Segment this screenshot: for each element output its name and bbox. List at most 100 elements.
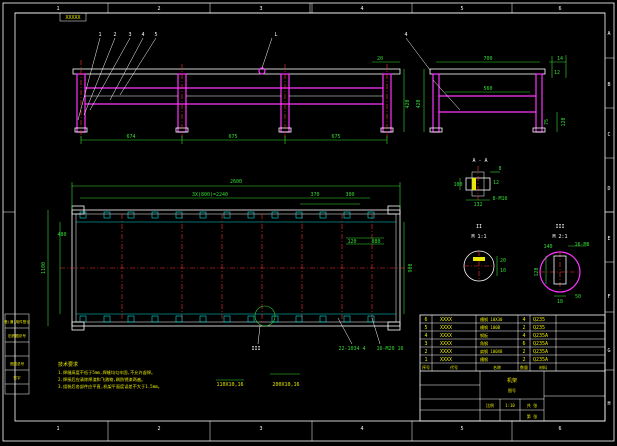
side-dim-top-right: 14 <box>557 56 563 62</box>
detail-ii <box>463 250 498 282</box>
row-letter-g: G <box>607 348 610 354</box>
col-number-bottom-3: 3 <box>259 426 262 432</box>
bom-row-4-mat: Q235A <box>533 341 548 347</box>
plan-view <box>47 182 410 345</box>
side-dim-right-3: 75 <box>544 119 550 125</box>
title-scale-label: 比例 <box>486 402 494 408</box>
col-number-5: 5 <box>460 6 463 12</box>
row-letter-d: D <box>607 186 610 192</box>
col-number-bottom-1: 1 <box>56 426 59 432</box>
section-aa-dim-4: 8 <box>498 166 501 172</box>
row-letter-e: E <box>607 236 610 242</box>
front-dim-bottom-3: 675 <box>331 134 340 140</box>
bom-row-6-code: XXXX <box>440 357 452 363</box>
detail-iii-dim-1: 16-M8 <box>574 242 589 248</box>
bom-table <box>419 314 606 422</box>
bom-row: 3 XXXX 角钢 6 Q235A <box>424 340 548 347</box>
front-dim-height: 420 <box>405 99 411 108</box>
bom-header-qty: 数量 <box>520 364 528 370</box>
bom-header-code: 代号 <box>450 364 458 370</box>
title-drawing-name: 机架 <box>507 377 517 384</box>
bom-row-1-mat: Q235 <box>533 317 545 323</box>
bom-row-3-code: XXXX <box>440 333 452 339</box>
col-number-bottom-4: 4 <box>360 426 363 432</box>
front-dim-bottom-2: 675 <box>228 134 237 140</box>
side-view <box>405 37 567 133</box>
plan-callout-1: 22-1034 4 <box>338 346 365 352</box>
bom-row-2-no: 5 <box>424 325 427 331</box>
stamp-top-left-text: XXXXX <box>65 15 80 21</box>
bom-row-2-qty: 2 <box>522 325 525 331</box>
plan-dim-right-top-2: 300 <box>345 192 354 198</box>
detail-iii-dim-4: 18 <box>557 299 563 305</box>
plan-dim-left: 480 <box>57 232 66 238</box>
bom-row-4-code: XXXX <box>440 341 452 347</box>
bom-header-no: 序号 <box>422 364 430 370</box>
front-leader-label-4: 4 <box>141 32 144 38</box>
bom-row-2-code: XXXX <box>440 325 452 331</box>
bom-row: 6 XXXX 槽钢 10X30 4 Q235 <box>424 316 545 323</box>
front-dim-end: 20 <box>377 56 383 62</box>
col-number-6: 6 <box>558 6 561 12</box>
section-aa <box>459 166 500 201</box>
front-view <box>72 37 405 144</box>
detail-iii-dim-2: 120 <box>534 267 540 276</box>
col-number-4: 4 <box>360 6 363 12</box>
plan-dim-spacing: 3X(800)=2240 <box>192 192 228 198</box>
bom-row-5-name: 扁钢 100X8 <box>480 348 503 354</box>
col-number-3: 3 <box>259 6 262 12</box>
left-stamp-1: 借(通)用件登记 <box>4 319 30 324</box>
col-number-bottom-2: 2 <box>157 426 160 432</box>
row-letter-c: C <box>607 132 610 138</box>
bottom-mark-2: 200X10,16 <box>272 382 299 388</box>
section-aa-dim-1: 100 <box>453 182 462 188</box>
detail-ii-title: II <box>476 224 482 230</box>
bom-row-1-name: 槽钢 10X30 <box>480 316 503 322</box>
plan-dim-height-right: 900 <box>408 263 414 272</box>
left-stamp-2: 旧底图总号 <box>8 333 26 338</box>
bom-row-4-qty: 6 <box>522 341 525 347</box>
section-aa-weld-note: 8-M16 <box>492 196 507 202</box>
detail-iii-dim-3: 140 <box>543 244 552 250</box>
row-letter-b: B <box>607 82 610 88</box>
col-number-2: 2 <box>157 6 160 12</box>
detail-ii-scale: M 1:1 <box>471 234 486 240</box>
front-leader-label-3: 3 <box>128 32 131 38</box>
bom-header-mat: 材料 <box>539 364 547 370</box>
bom-row-1-code: XXXX <box>440 317 452 323</box>
detail-iii <box>539 245 586 297</box>
side-dim-top: 700 <box>483 56 492 62</box>
detail-iii-title: III <box>555 224 564 230</box>
tech-notes: 技术要求 1.焊缝高度不低于5mm,焊缝均匀牢固,不允许虚焊。 2.焊接后应清除… <box>58 361 162 390</box>
section-aa-dim-3: 132 <box>473 202 482 208</box>
bom-row-5-no: 2 <box>424 349 427 355</box>
detail-iii-scale: M 2:1 <box>552 234 567 240</box>
bom-row-1-qty: 4 <box>522 317 525 323</box>
bom-row-6-mat: Q235A <box>533 357 548 363</box>
col-number-bottom-5: 5 <box>460 426 463 432</box>
left-stamp-3: 底图总号 <box>10 361 25 366</box>
bom-row: 5 XXXX 槽钢 100B 2 Q235 <box>424 324 545 331</box>
bom-row-5-code: XXXX <box>440 349 452 355</box>
bottom-mark-1: 110X10,16 <box>216 382 243 388</box>
col-number-1: 1 <box>56 6 59 12</box>
side-dim-inner: 560 <box>483 86 492 92</box>
side-dim-height: 420 <box>416 99 422 108</box>
plan-callout-2: 16-M20 16 <box>376 346 403 352</box>
bom-row-3-qty: 4 <box>522 333 525 339</box>
bom-header: 序号 代号 名称 数量 材料 <box>422 364 547 370</box>
bom-row-1-no: 6 <box>424 317 427 323</box>
plan-dim-inner-1: 120 <box>347 239 356 245</box>
col-number-bottom-6: 6 <box>558 426 561 432</box>
plan-dim-inner-2: 880 <box>371 239 380 245</box>
bom-row: 1 XXXX 槽钢 2 Q235A <box>424 356 548 363</box>
detail-ii-dim-1: 20 <box>500 258 506 264</box>
bom-row-4-no: 3 <box>424 341 427 347</box>
plan-dim-right-top-1: 370 <box>310 192 319 198</box>
bom-row-3-name: 钢板 <box>480 332 488 338</box>
bom-row-3-mat: Q235A <box>533 333 548 339</box>
bom-row: 4 XXXX 钢板 4 Q235A <box>424 332 548 339</box>
title-sheet: 第 张 <box>527 413 537 419</box>
bom-row-3-no: 4 <box>424 333 427 339</box>
